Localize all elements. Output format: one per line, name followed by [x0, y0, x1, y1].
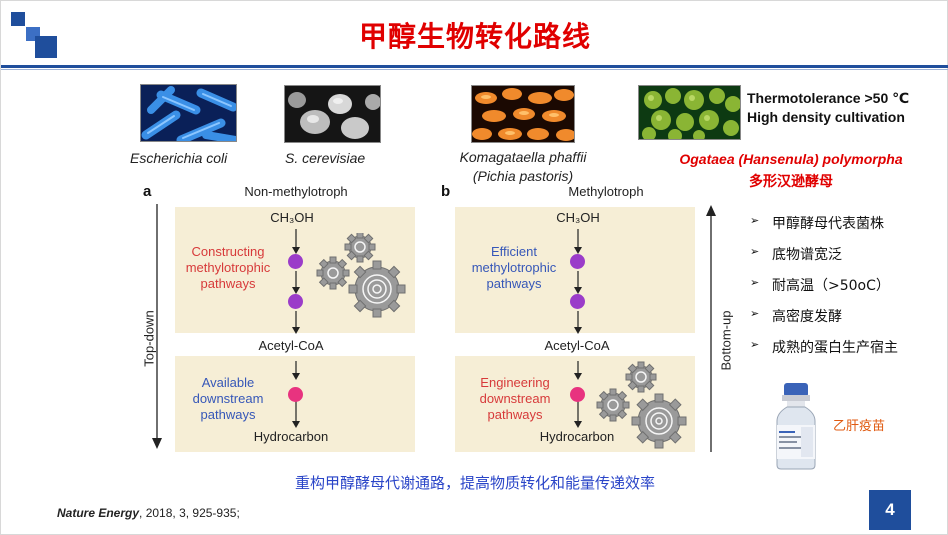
panel-a-letter: a	[143, 183, 152, 200]
panel-b-metabolite-2	[570, 294, 585, 309]
panel-a-gears-icon	[316, 233, 406, 318]
panel-a-substrate: CH₃OH	[270, 210, 314, 225]
ecoli-image	[140, 84, 237, 142]
top-down-arrow	[152, 204, 162, 449]
list-item: ➢甲醇酵母代表菌株	[750, 214, 884, 232]
panel-b-upper-label: Efficient methylotrophic pathways	[471, 244, 557, 291]
pichia-image	[471, 85, 575, 143]
panel-a-lower-box	[175, 356, 415, 452]
yeast-caption: S. cerevisiae	[285, 150, 366, 166]
arrow-right-icon: ➢	[750, 214, 760, 227]
top-down-label: Top-down	[141, 310, 157, 367]
panel-a-header: Non-methylotroph	[244, 184, 348, 199]
header-rule	[1, 65, 948, 68]
trait-high-density: High density cultivation	[747, 109, 905, 125]
slide-title: 甲醇生物转化路线	[358, 20, 591, 53]
header-rule-thin	[1, 69, 948, 70]
ogataea-traits: Thermotolerance >50 ℃ High density culti…	[747, 89, 909, 127]
page-number: 4	[869, 490, 911, 530]
panel-b-substrate: CH₃OH	[556, 210, 600, 225]
panel-b-header: Methylotroph	[568, 184, 644, 199]
panel-a-metabolite-2	[288, 294, 303, 309]
panel-a-upper-label: Constructing methylotrophic pathways	[185, 244, 271, 291]
feature-list: ➢甲醇酵母代表菌株 ➢底物谱宽泛 ➢耐高温（>50oC） ➢高密度发酵 ➢成熟的…	[750, 213, 898, 368]
panel-a-lower-label: Available downstream pathways	[192, 375, 264, 422]
panel-a-intermediate: Acetyl-CoA	[258, 338, 324, 353]
arrow-right-icon: ➢	[750, 338, 760, 351]
reference: Nature Energy, 2018, 3, 925-935;	[57, 506, 240, 520]
panel-b-upper-box	[455, 207, 695, 333]
reference-details: , 2018, 3, 925-935;	[139, 506, 240, 520]
panel-b-gears-icon	[596, 361, 687, 449]
vaccine-vial-image	[776, 383, 816, 470]
panel-b-intermediate: Acetyl-CoA	[544, 338, 610, 353]
arrow-right-icon: ➢	[750, 307, 760, 320]
panel-b-metabolite-3	[570, 387, 585, 402]
bottom-up-label: Bottom-up	[718, 310, 734, 371]
pichia-alt-caption: (Pichia pastoris)	[472, 168, 574, 184]
ogataea-caption: Ogataea (Hansenula) polymorpha	[679, 151, 903, 167]
panel-b-letter: b	[441, 183, 451, 200]
vaccine-label: 乙肝疫苗	[833, 419, 886, 434]
ogataea-image	[638, 85, 741, 140]
ecoli-caption: Escherichia coli	[130, 150, 228, 166]
summary-text: 重构甲醇酵母代谢通路，提高物质转化和能量传递效率	[294, 474, 655, 492]
panel-b-flow-arrows	[574, 229, 582, 428]
yeast-sem-image	[284, 85, 381, 143]
list-item: ➢耐高温（>50oC）	[750, 276, 890, 294]
arrow-right-icon: ➢	[750, 245, 760, 258]
bottom-up-arrow	[706, 205, 716, 452]
logo-squares	[11, 12, 57, 58]
list-item: ➢底物谱宽泛	[750, 245, 842, 263]
panel-a-product: Hydrocarbon	[253, 429, 329, 444]
panel-a-metabolite-1	[288, 254, 303, 269]
panel-b-lower-label: Engineering downstream pathways	[479, 375, 551, 422]
arrow-right-icon: ➢	[750, 276, 760, 289]
panel-a-flow-arrows	[292, 229, 300, 428]
pichia-caption: Komagataella phaffii	[459, 149, 587, 165]
ogataea-cn-caption: 多形汉逊酵母	[749, 174, 833, 190]
panel-b-product: Hydrocarbon	[539, 429, 615, 444]
list-item: ➢成熟的蛋白生产宿主	[750, 338, 898, 356]
panel-b-metabolite-1	[570, 254, 585, 269]
panel-a-metabolite-3	[288, 387, 303, 402]
trait-thermotolerance: Thermotolerance >50 ℃	[747, 90, 910, 106]
reference-journal: Nature Energy	[57, 506, 140, 520]
list-item: ➢高密度发酵	[750, 307, 842, 325]
